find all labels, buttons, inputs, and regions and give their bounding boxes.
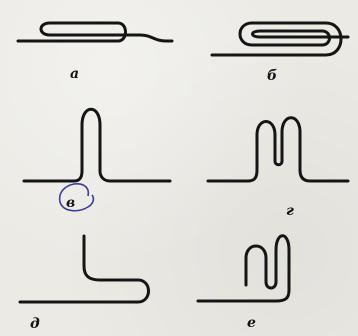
- label-b: б: [267, 68, 277, 84]
- fold-v-line: [22, 107, 172, 183]
- label-e: е: [247, 315, 256, 331]
- figure-b: б: [210, 21, 350, 84]
- figure-v: в: [22, 107, 172, 212]
- label-g: г: [286, 203, 294, 219]
- label-v-circle: [58, 183, 95, 212]
- label-v: в: [66, 195, 75, 211]
- fold-a-line: [16, 21, 174, 43]
- figure-g: г: [206, 116, 350, 219]
- figure-d: д: [18, 234, 150, 332]
- figure-a: а: [16, 21, 174, 82]
- fold-g-line: [206, 116, 350, 183]
- label-a: а: [70, 66, 79, 82]
- figure-e: е: [196, 234, 291, 331]
- fold-d-line: [18, 234, 150, 304]
- fold-e-line: [196, 234, 291, 303]
- fold-b-line: [210, 21, 350, 57]
- label-d: д: [30, 316, 40, 332]
